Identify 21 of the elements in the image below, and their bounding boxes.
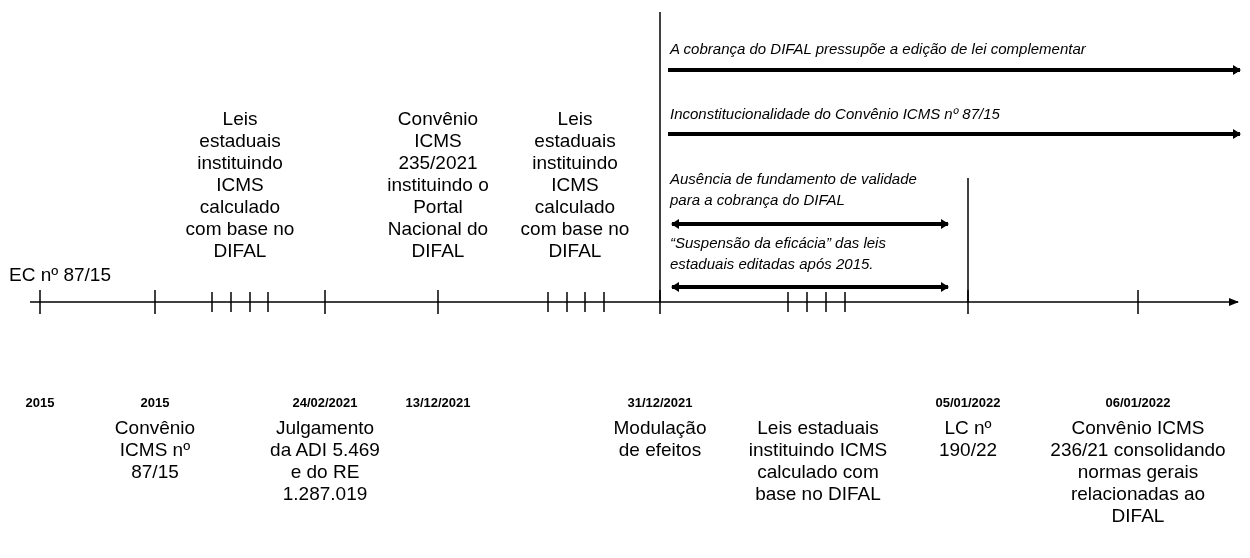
event-label: EC nº 87/15 <box>8 264 112 286</box>
date-label: 06/01/2022 <box>1104 395 1172 411</box>
event-label: LC nº 190/22 <box>937 417 999 461</box>
date-label: 31/12/2021 <box>626 395 694 411</box>
event-label: Julgamento da ADI 5.469 e do RE 1.287.019 <box>270 417 380 505</box>
event-label: Leis estaduais instituindo ICMS calculado com base no DIFAL <box>185 108 295 262</box>
date-label: 2015 <box>139 395 171 411</box>
event-label: Convênio ICMS 236/21 consolidando normas gerais relacionadas ao DIFAL <box>1049 417 1227 527</box>
range-text: Ausência de fundamento de validade para a cobrança do DIFAL <box>670 169 918 210</box>
date-label: 24/02/2021 <box>291 395 359 411</box>
range-text: A cobrança do DIFAL pressupõe a edição de lei complementar <box>670 39 1087 59</box>
event-label: Convênio ICMS 235/2021 instituindo o Portal Nacional do DIFAL <box>386 108 490 262</box>
event-label: Leis estaduais instituindo ICMS calculado com base no DIFAL <box>520 108 630 262</box>
range-text: Inconstitucionalidade do Convênio ICMS nº 87/15 <box>670 104 1001 124</box>
event-label: Modulação de efeitos <box>612 417 708 461</box>
event-label: Convênio ICMS nº 87/15 <box>113 417 197 483</box>
range-text: “Suspensão da eficácia” das leis estaduais editadas após 2015. <box>670 233 887 274</box>
date-label: 13/12/2021 <box>404 395 472 411</box>
date-label: 05/01/2022 <box>934 395 1002 411</box>
date-label: 2015 <box>24 395 56 411</box>
event-label: Leis estaduais instituindo ICMS calculado com base no DIFAL <box>747 417 889 505</box>
